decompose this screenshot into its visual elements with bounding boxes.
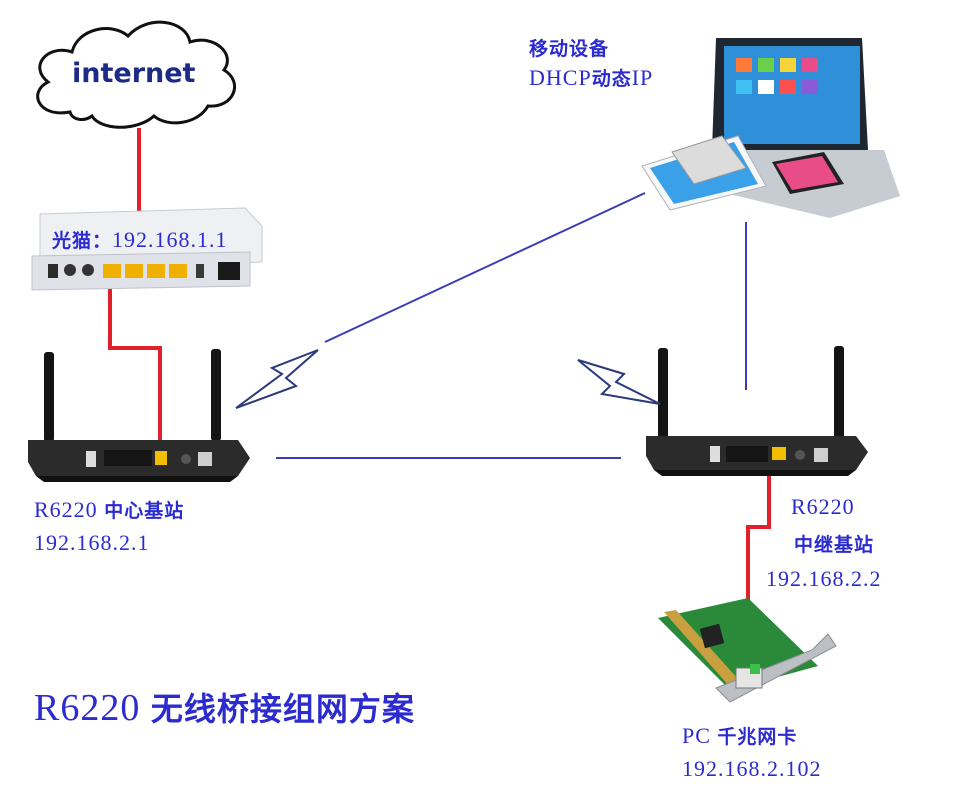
- cloud-icon: [36, 20, 237, 129]
- modem-label-cjk: 光猫：: [52, 230, 113, 252]
- lightning-icon: [235, 349, 319, 409]
- modem-ip: 192.168.1.1: [112, 227, 228, 252]
- pc-nic-ip: 192.168.2.102: [682, 756, 822, 781]
- modem-icon: [31, 207, 263, 291]
- pc-nic-role: 千兆网卡: [717, 726, 798, 748]
- router-icon: [646, 346, 868, 476]
- pc-nic-label: PC 千兆网卡: [682, 722, 797, 749]
- mobile-dhcp-label: DHCP动态IP: [529, 64, 653, 91]
- wired-link-modem-router: [108, 274, 162, 462]
- modem-label: 光猫：192.168.1.1: [52, 226, 228, 253]
- wireless-link-mobile-main: [324, 192, 646, 343]
- title-model: R6220: [34, 687, 141, 729]
- laptop-tablet-phone-icon: [641, 38, 900, 218]
- title-text: 无线桥接组网方案: [150, 690, 415, 728]
- diagram-title: R6220 无线桥接组网方案: [34, 684, 415, 730]
- pc-prefix: PC: [682, 723, 711, 748]
- lightning-icon: [577, 359, 661, 405]
- cloud-label: internet: [72, 58, 196, 89]
- relay-router-role: 中继基站: [794, 534, 875, 556]
- relay-router-ip: 192.168.2.2: [766, 566, 882, 591]
- mobile-dhcp-prefix: DHCP: [529, 65, 592, 90]
- network-card-icon: [658, 598, 837, 703]
- main-router-role: 中心基站: [104, 500, 185, 522]
- mobile-dhcp-suffix: IP: [631, 65, 654, 90]
- relay-router-model: R6220: [791, 494, 855, 519]
- mobile-label: 移动设备: [529, 38, 610, 60]
- main-router-ip: 192.168.2.1: [34, 530, 150, 555]
- mobile-dhcp-cjk: 动态: [591, 68, 632, 90]
- main-router-model: R6220: [34, 497, 98, 522]
- main-router-label: R6220 中心基站: [34, 496, 184, 523]
- router-icon: [28, 349, 250, 482]
